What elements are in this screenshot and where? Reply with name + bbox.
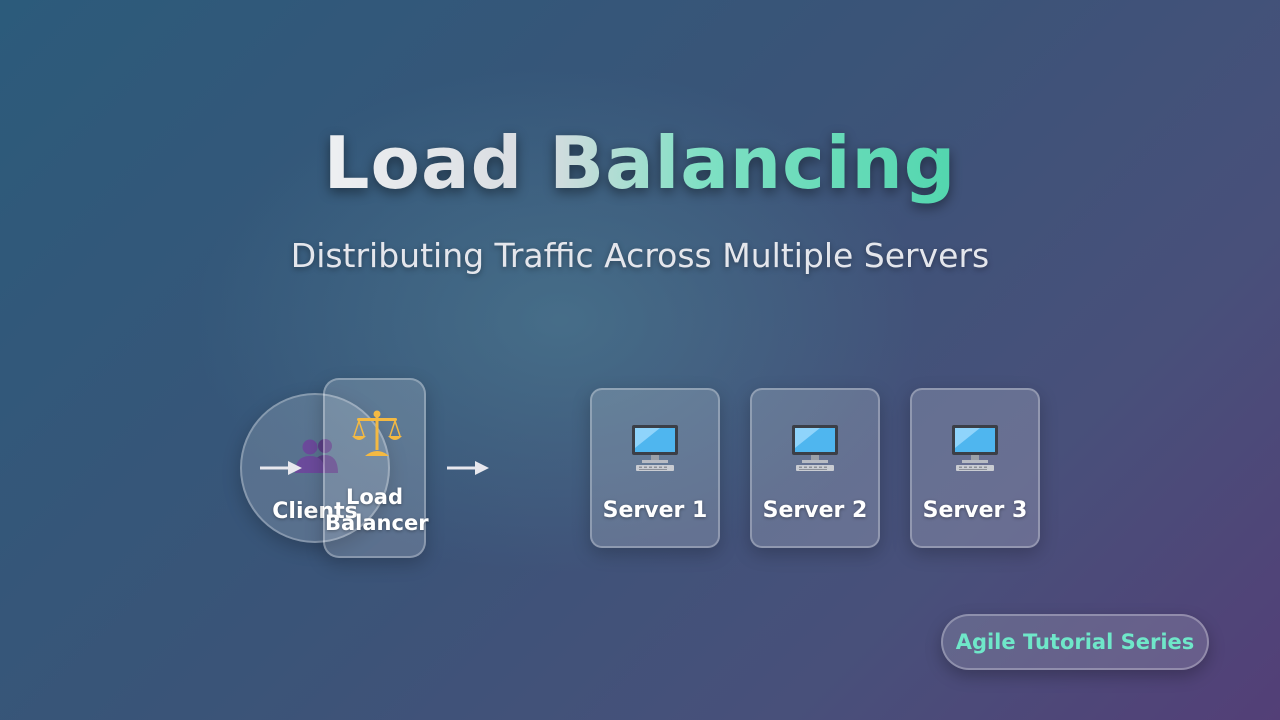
- page-subtitle: Distributing Traffic Across Multiple Ser…: [290, 236, 990, 275]
- desktop-computer-icon: [952, 425, 998, 471]
- users-icon: [295, 439, 338, 473]
- page-title-text: Load Balancing: [323, 121, 957, 205]
- clients-label: Clients: [272, 499, 358, 524]
- load-balancer-node: Load Balancer: [323, 378, 429, 558]
- server-node-1: Server 1: [590, 388, 720, 548]
- arrow-right-icon: [447, 461, 489, 475]
- page-title: Load Balancing: [0, 118, 1280, 208]
- load-balancer-label-line2: Balancer: [325, 511, 429, 535]
- series-badge: Agile Tutorial Series: [941, 614, 1209, 670]
- desktop-computer-icon: [792, 425, 838, 471]
- desktop-computer-icon: [632, 425, 678, 471]
- server-node-3: Server 3: [910, 388, 1040, 548]
- server-label: Server 1: [602, 498, 708, 523]
- server-label: Server 2: [762, 498, 868, 523]
- load-balancer-label-line1: Load: [345, 485, 403, 509]
- server-node-2: Server 2: [750, 388, 880, 548]
- server-label: Server 3: [922, 498, 1028, 523]
- balance-scale-icon: [352, 410, 402, 456]
- load-balancer-label: Load Balancer: [325, 484, 429, 536]
- arrow-right-icon: [260, 461, 302, 475]
